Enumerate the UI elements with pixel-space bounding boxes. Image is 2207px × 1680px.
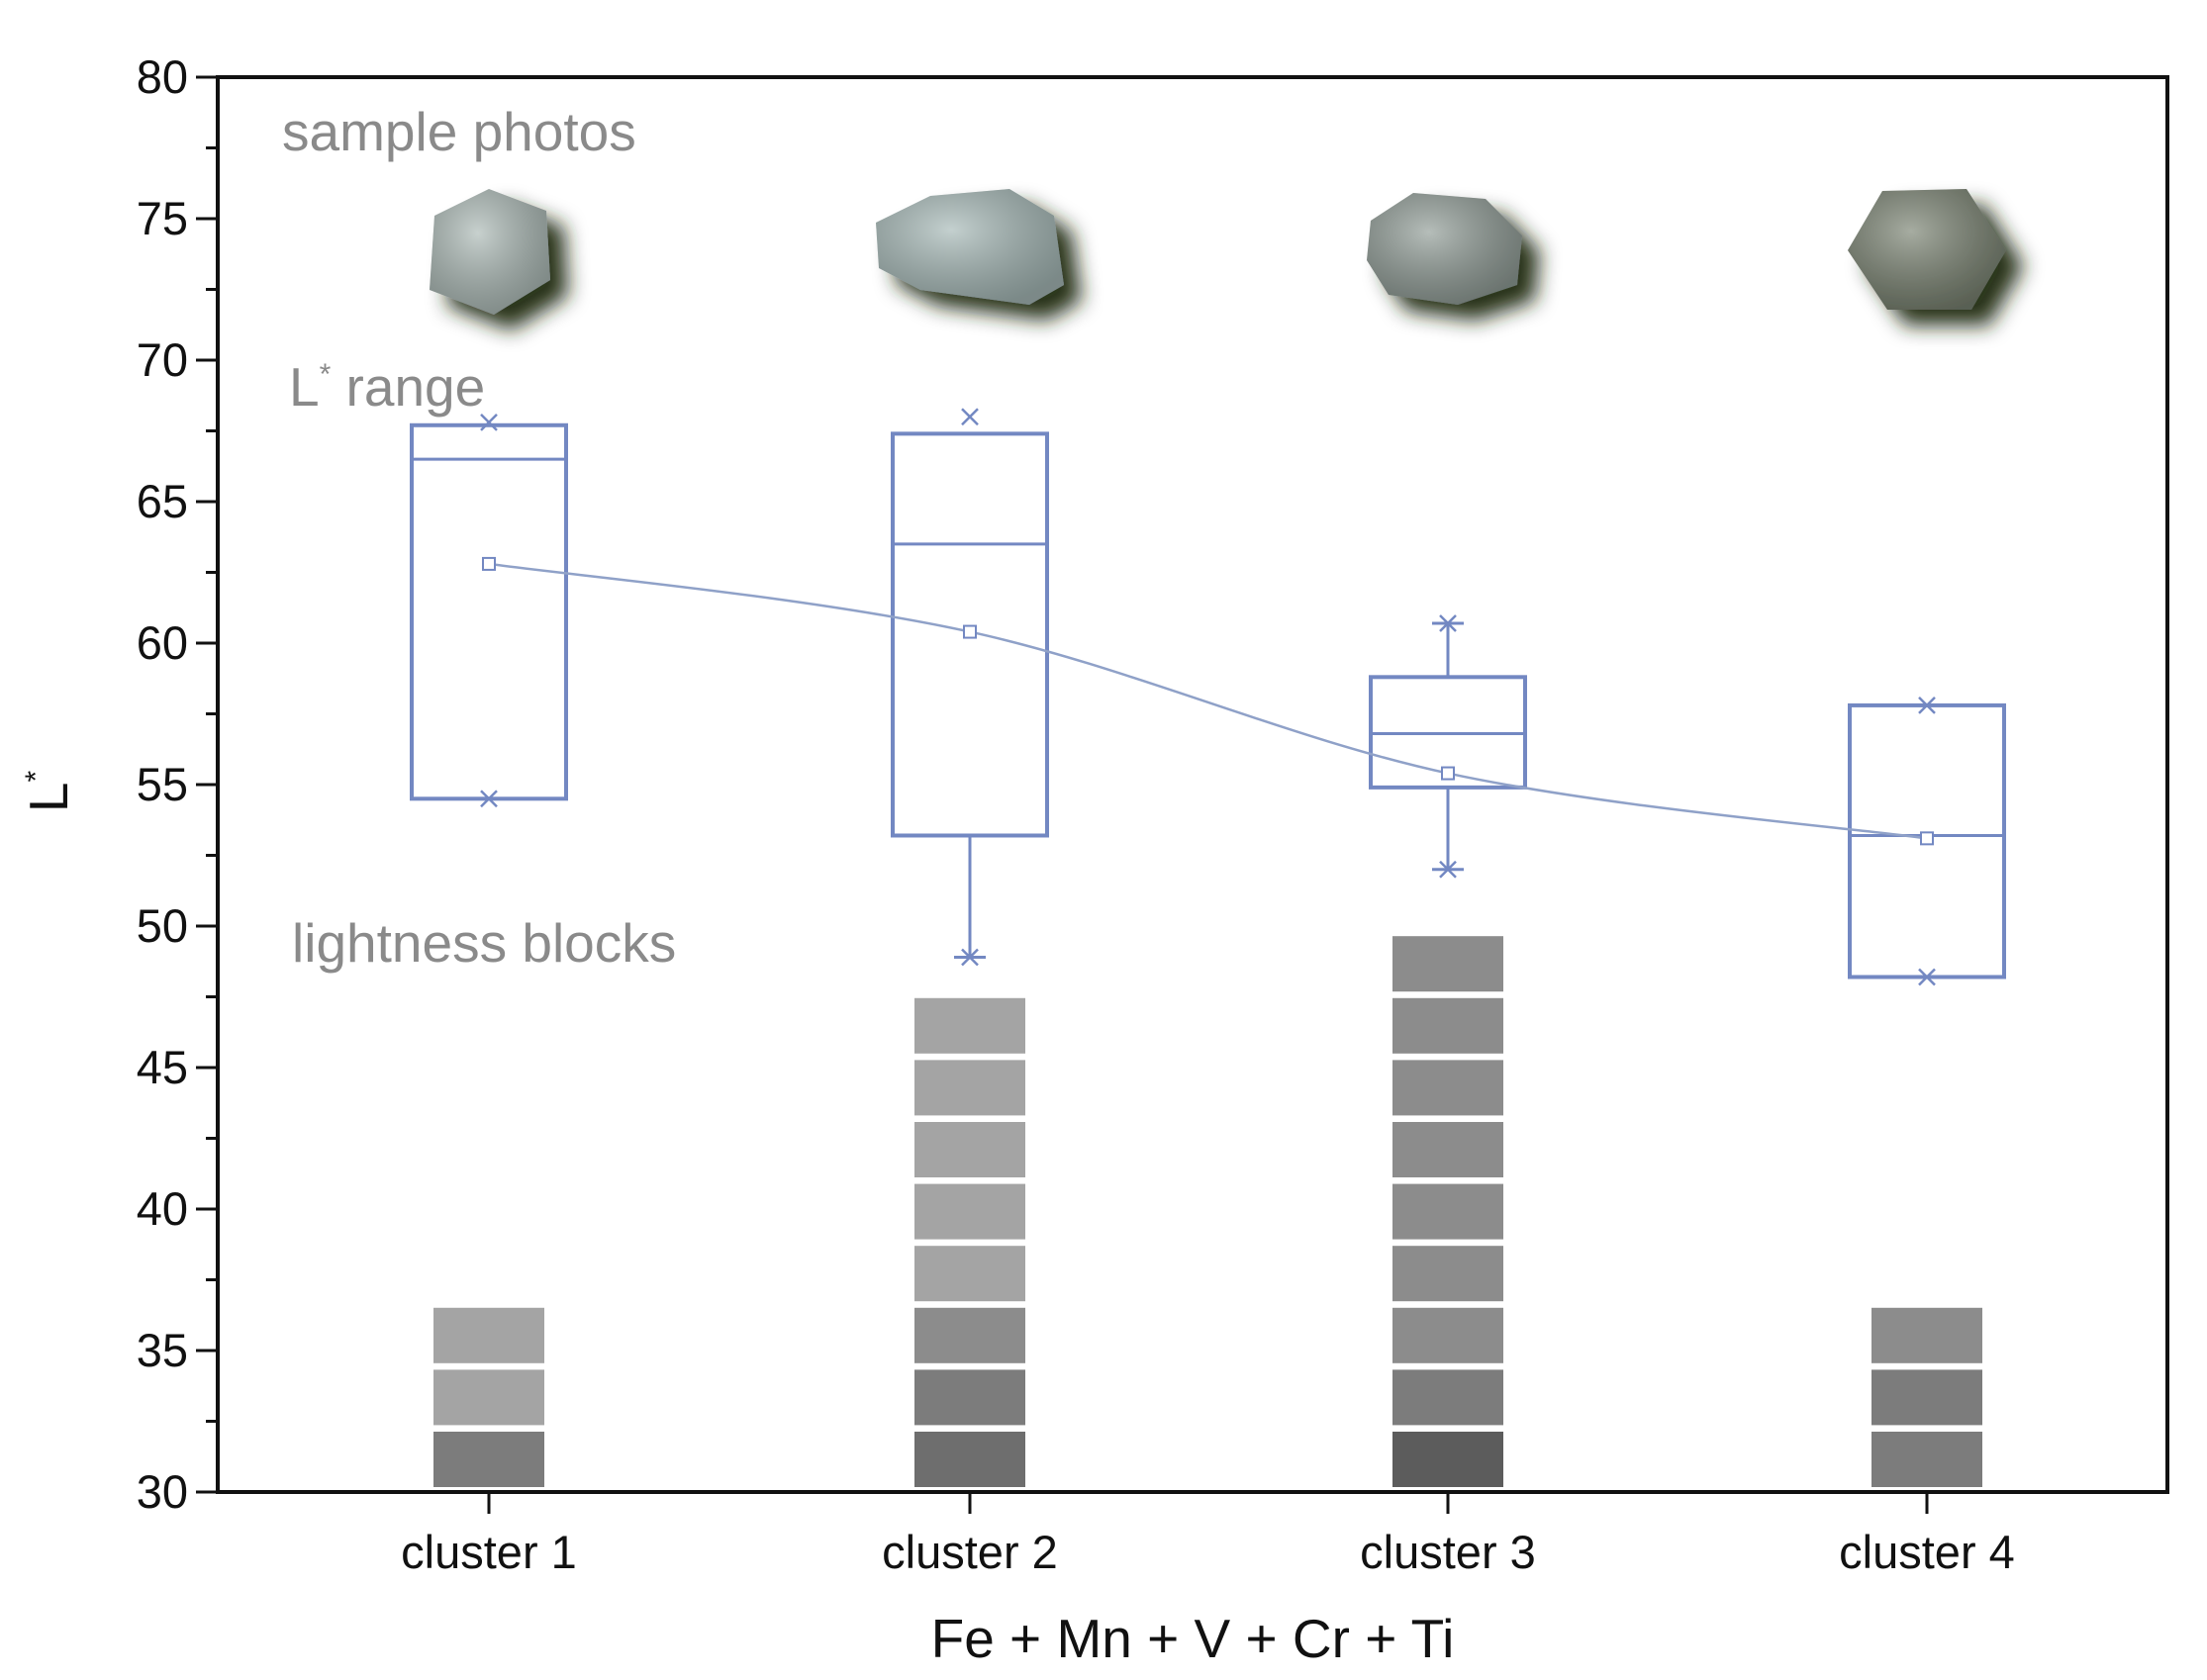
annotation-sample-photos: sample photos xyxy=(282,101,636,162)
marker-stroke xyxy=(480,790,498,808)
lightness-block xyxy=(1392,997,1503,1054)
max-marker xyxy=(1439,614,1457,632)
lightness-block xyxy=(1392,1432,1503,1487)
x-tick-label: cluster 4 xyxy=(1839,1526,2015,1578)
max-marker xyxy=(1918,697,1936,714)
mean-line xyxy=(488,562,1928,840)
y-tick-label: 45 xyxy=(137,1041,188,1093)
lightness-block xyxy=(433,1432,544,1487)
y-axis-title: L* xyxy=(18,771,79,813)
min-marker xyxy=(1439,860,1457,879)
marker-stroke xyxy=(961,408,979,426)
y-axis-title-sup: * xyxy=(20,771,52,783)
stone-sheen xyxy=(430,189,550,315)
lightness-block xyxy=(1392,1246,1503,1302)
x-tick-label: cluster 2 xyxy=(882,1526,1058,1578)
lightness-block xyxy=(1871,1307,1982,1363)
max-marker xyxy=(480,414,498,431)
y-tick-label: 55 xyxy=(137,758,188,810)
mean-line-group xyxy=(482,556,1934,846)
y-tick-label: 60 xyxy=(137,616,188,669)
sample-photo xyxy=(430,189,550,315)
annotation-l-range-rest: range xyxy=(331,356,485,418)
y-axis-title-group: L* xyxy=(18,771,79,813)
annotation-l-range-sup: * xyxy=(320,358,332,391)
max-marker xyxy=(961,408,979,426)
y-tick-label: 50 xyxy=(137,899,188,952)
x-tick-label: cluster 1 xyxy=(401,1526,577,1578)
lightness-block xyxy=(914,1432,1025,1487)
lightness-block xyxy=(1392,936,1503,992)
lightness-blocks xyxy=(433,936,1982,1487)
marker-stroke xyxy=(1918,968,1936,986)
x-tick-label: cluster 3 xyxy=(1360,1526,1536,1578)
annotation-lightness-blocks: lightness blocks xyxy=(292,912,676,974)
lightness-block xyxy=(1392,1369,1503,1426)
lightness-block xyxy=(1392,1122,1503,1177)
mean-marker xyxy=(1441,766,1455,781)
lightness-block xyxy=(914,1369,1025,1426)
axes: 30 35 40 45 50 55 60 65 70 75 80 cluster 1 cluster 2… xyxy=(137,50,2169,1578)
mean-marker xyxy=(482,556,496,571)
lightness-block xyxy=(1392,1307,1503,1363)
stone-sheen xyxy=(876,189,1064,305)
lightness-block xyxy=(433,1307,544,1363)
x-axis-title: Fe + Mn + V + Cr + Ti xyxy=(931,1608,1455,1669)
box-plots xyxy=(410,408,2006,986)
mean-marker xyxy=(963,624,977,639)
annotation-l-range: L* range xyxy=(289,356,485,418)
lightness-block xyxy=(914,997,1025,1054)
y-tick-label: 65 xyxy=(137,475,188,527)
y-tick-label: 70 xyxy=(137,333,188,386)
sample-photo xyxy=(1367,193,1522,305)
lightness-block xyxy=(914,1122,1025,1177)
min-marker xyxy=(961,948,979,967)
sample-photo xyxy=(876,189,1064,305)
marker-stroke xyxy=(1439,614,1457,632)
y-tick-label: 35 xyxy=(137,1324,188,1376)
lightness-block xyxy=(914,1183,1025,1240)
mean-marker xyxy=(1920,831,1934,846)
y-tick-label: 80 xyxy=(137,50,188,103)
lightness-block xyxy=(914,1307,1025,1363)
lightness-block xyxy=(1871,1369,1982,1426)
lightness-block xyxy=(1871,1432,1982,1487)
min-marker xyxy=(480,790,498,808)
sample-photos xyxy=(430,189,2006,315)
lightness-block xyxy=(1392,1183,1503,1240)
lightness-block xyxy=(914,1060,1025,1116)
stone-sheen xyxy=(1367,193,1522,305)
stone-sheen xyxy=(1848,189,2006,310)
min-marker xyxy=(1918,968,1936,986)
marker-stroke xyxy=(961,948,979,967)
annotation-l-range-main: L xyxy=(289,356,320,418)
sample-photo xyxy=(1848,189,2006,310)
y-tick-label: 40 xyxy=(137,1182,188,1235)
lightness-block xyxy=(1392,1060,1503,1116)
lightness-block xyxy=(914,1246,1025,1302)
marker-stroke xyxy=(1439,860,1457,879)
box xyxy=(410,422,568,801)
marker-stroke xyxy=(1918,697,1936,714)
marker-stroke xyxy=(480,414,498,431)
y-tick-label: 75 xyxy=(137,192,188,244)
box xyxy=(891,431,1049,838)
y-tick-label: 30 xyxy=(137,1465,188,1518)
y-axis-title-main: L xyxy=(18,783,79,813)
lightness-block xyxy=(433,1369,544,1426)
